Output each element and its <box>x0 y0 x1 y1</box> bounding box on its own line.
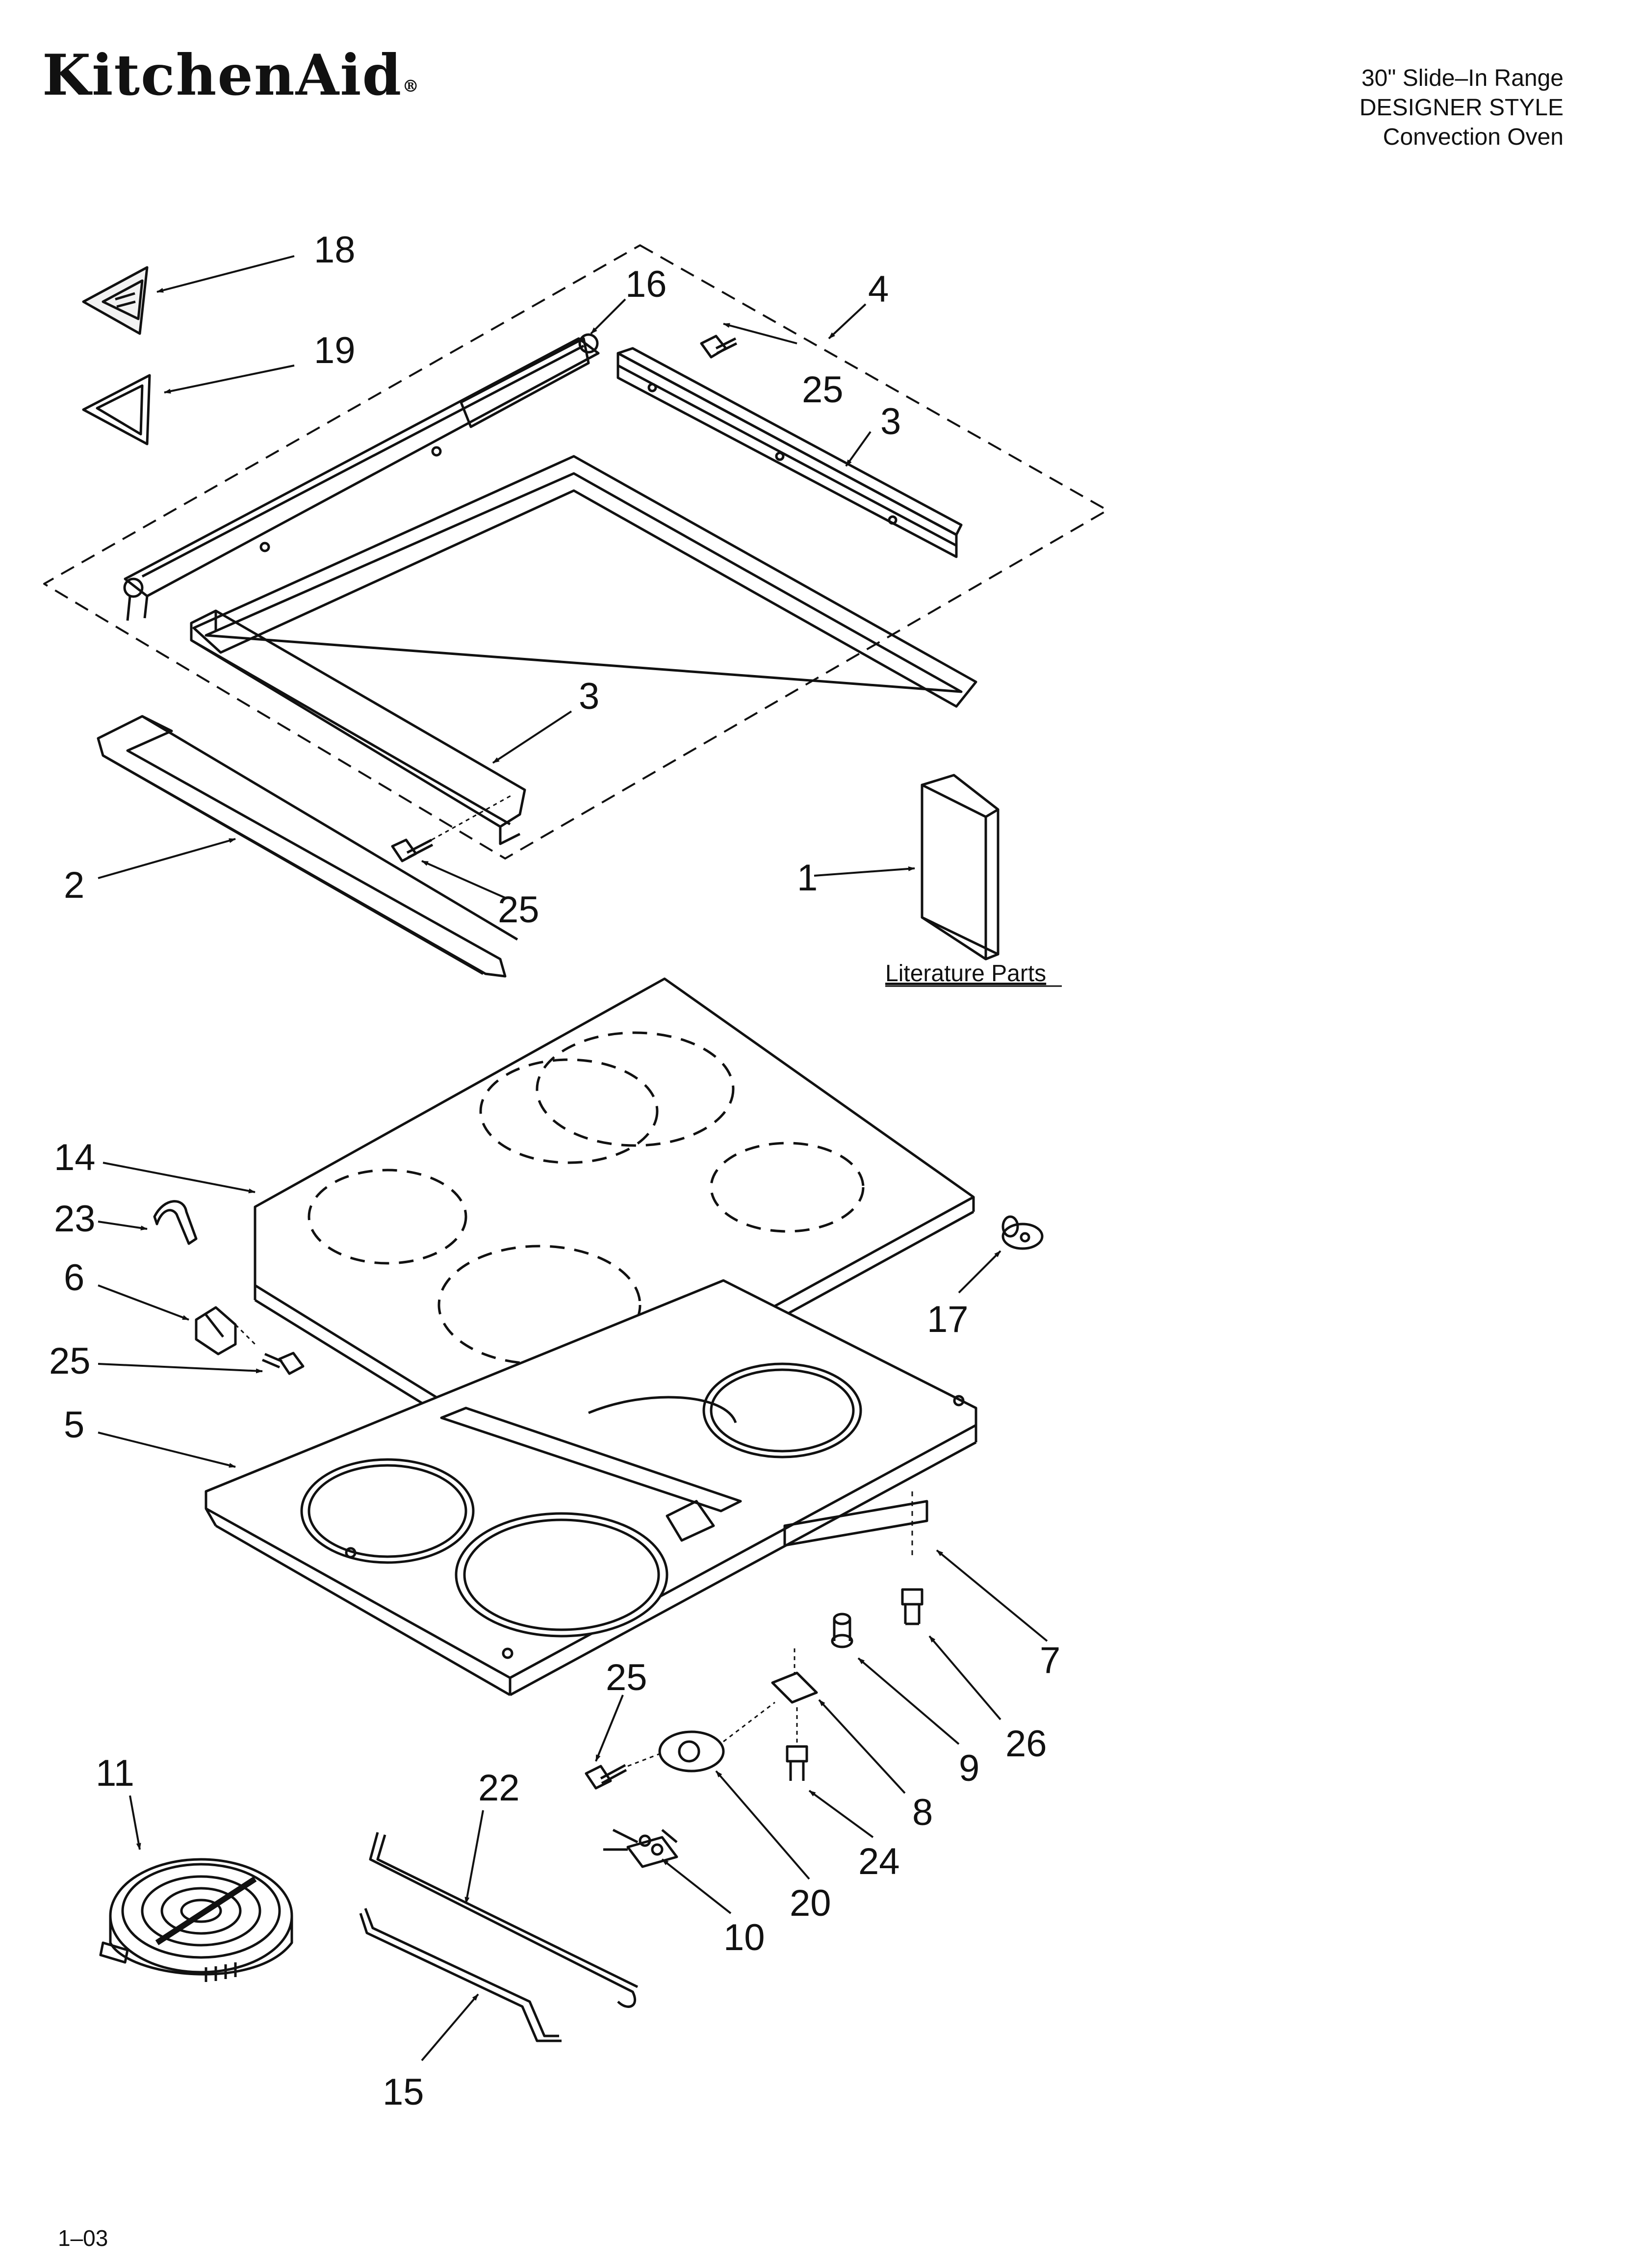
callout-22: 22 <box>478 1767 520 1809</box>
callout-9: 9 <box>959 1747 979 1789</box>
brand-name: KitchenAid <box>42 42 403 108</box>
trim-frame <box>192 455 977 708</box>
screw-25-bottom <box>585 1753 660 1790</box>
callout-17: 17 <box>927 1299 969 1340</box>
clip-23 <box>153 1200 198 1245</box>
callout-25-frame: 25 <box>498 889 539 931</box>
callout-10: 10 <box>723 1917 765 1958</box>
support-rod-15 <box>359 1908 562 2042</box>
cooktop-frame-2 <box>97 715 518 978</box>
callout-23: 23 <box>54 1198 96 1240</box>
bracket-8 <box>771 1648 818 1704</box>
model-description: 30" Slide–In Range DESIGNER STYLE Convec… <box>1360 64 1564 152</box>
callout-7: 7 <box>1040 1640 1060 1681</box>
screw-26 <box>901 1588 924 1625</box>
callout-2: 2 <box>64 864 84 906</box>
coil-element-11 <box>99 1858 293 1982</box>
callout-11: 11 <box>96 1752 134 1794</box>
callout-3-front: 3 <box>579 676 599 717</box>
rear-brace-7 <box>783 1491 928 1560</box>
model-line-3: Convection Oven <box>1383 124 1564 150</box>
screw-25-top <box>700 335 738 359</box>
support-rod-22 <box>369 1832 639 2008</box>
literature-parts-label: Literature Parts <box>885 961 1046 987</box>
callout-25-left: 25 <box>49 1340 91 1382</box>
switch-20 <box>658 1701 775 1773</box>
model-line-2: DESIGNER STYLE <box>1359 95 1564 121</box>
brand-logo: KitchenAid® <box>42 42 420 108</box>
callout-15: 15 <box>383 2071 424 2113</box>
callout-6: 6 <box>64 1257 84 1299</box>
page-code: 1–03 <box>58 2225 108 2251</box>
burner-box-5 <box>205 1279 977 1696</box>
sensor-17 <box>1001 1215 1044 1250</box>
screw-25-left <box>262 1352 305 1375</box>
trim-gasket-19 <box>82 374 151 445</box>
callout-24: 24 <box>858 1841 900 1882</box>
callout-20: 20 <box>790 1882 831 1924</box>
callout-26: 26 <box>1005 1723 1047 1765</box>
trim-cap-18 <box>82 266 149 335</box>
screw-24 <box>786 1707 808 1781</box>
callout-8: 8 <box>912 1792 933 1833</box>
callout-25-top: 25 <box>802 369 844 411</box>
callout-18: 18 <box>314 229 356 271</box>
terminal-block-10 <box>603 1828 678 1868</box>
literature-parts-1 <box>921 774 1000 961</box>
side-trim-16 <box>123 333 600 621</box>
callout-1: 1 <box>797 857 818 899</box>
screw-25-frame <box>391 794 513 862</box>
screw-9 <box>831 1613 853 1648</box>
callout-4: 4 <box>868 268 889 310</box>
registered-mark: ® <box>402 77 420 96</box>
assembly-outline <box>43 244 1108 860</box>
model-line-1: 30" Slide–In Range <box>1361 65 1564 91</box>
rear-trim-3 <box>616 347 963 558</box>
bracket-6 <box>195 1306 256 1356</box>
callout-25-bottom: 25 <box>606 1657 647 1698</box>
callout-19: 19 <box>314 330 356 371</box>
callout-16: 16 <box>625 263 667 305</box>
callout-3-rear: 3 <box>880 401 901 443</box>
callout-14: 14 <box>54 1137 96 1178</box>
front-trim-3 <box>190 609 526 845</box>
callout-5: 5 <box>64 1404 84 1446</box>
